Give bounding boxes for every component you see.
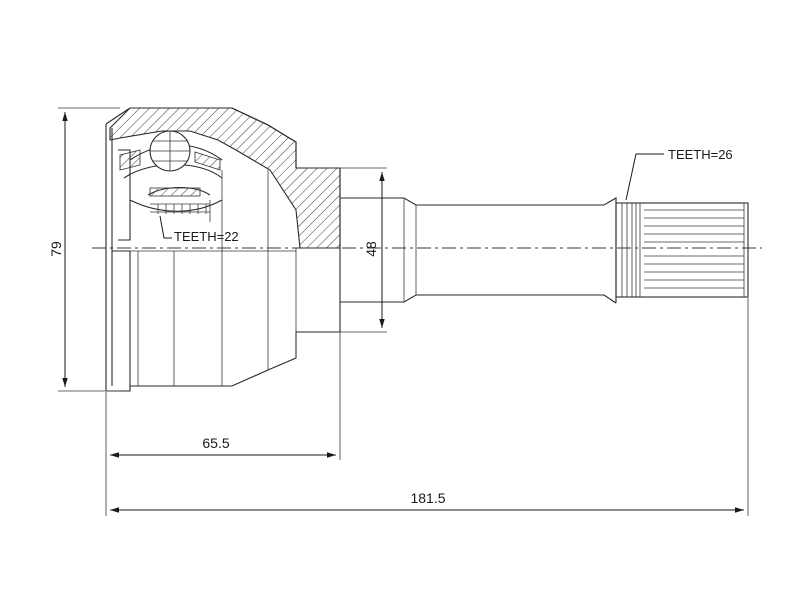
- teeth-leaders: [159, 153, 664, 239]
- dim-housing-length-value: 65.5: [202, 435, 229, 451]
- dim-overall-length: [110, 298, 749, 516]
- outer-spline: [615, 202, 749, 298]
- dim-shaft-diameter-value: 48: [363, 241, 379, 257]
- teeth-outer-label: TEETH=26: [668, 147, 733, 162]
- housing-section-hatch: [109, 107, 341, 249]
- outer-housing: [105, 107, 341, 392]
- teeth-inner-label: TEETH=22: [174, 229, 239, 244]
- dim-shaft-diameter: [340, 167, 387, 333]
- inner-race-section: [118, 130, 223, 241]
- inner-spline: [150, 200, 211, 222]
- dim-outer-diameter: [58, 107, 120, 392]
- dim-housing-length: [105, 332, 341, 516]
- stub-shaft: [340, 197, 617, 304]
- dim-outer-diameter-value: 79: [48, 241, 64, 257]
- dim-overall-length-value: 181.5: [410, 490, 445, 506]
